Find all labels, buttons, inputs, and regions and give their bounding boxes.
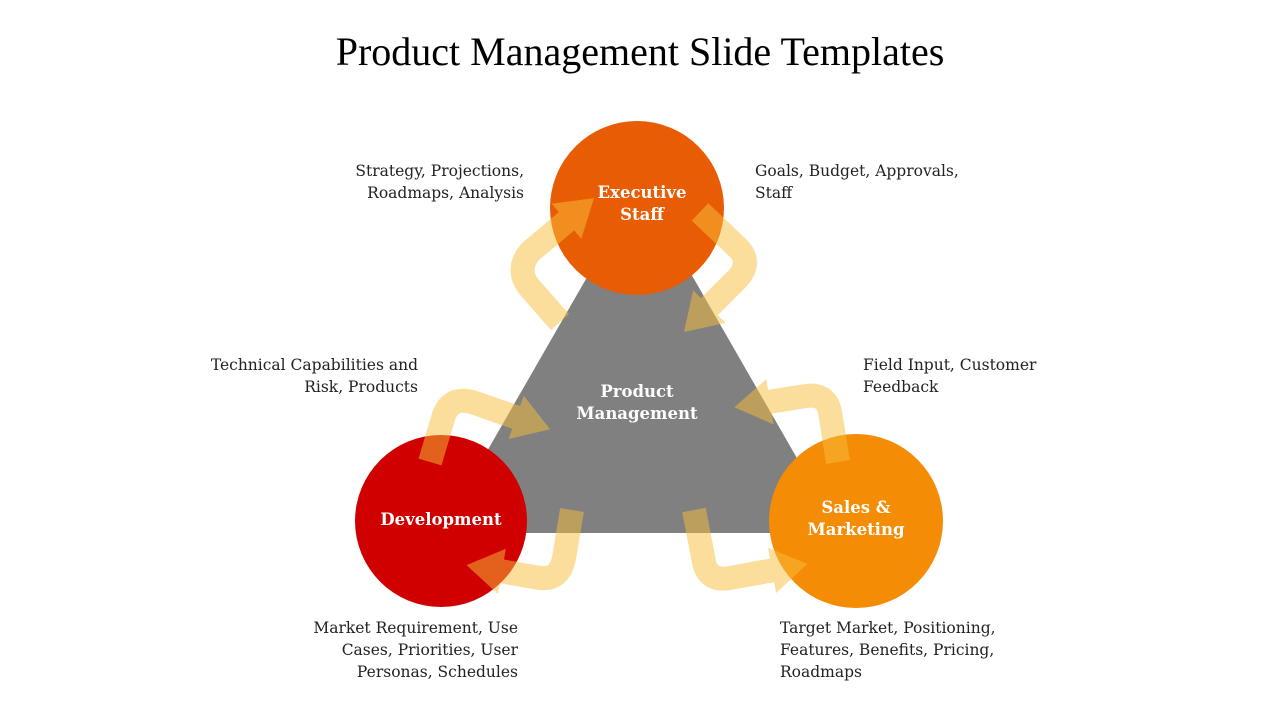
executive-staff-label: Executive Staff [557, 182, 727, 226]
strategy-line2: Roadmaps, Analysis [367, 184, 524, 202]
slide-title: Product Management Slide Templates [335, 29, 945, 74]
target-label: Target Market, Positioning, Features, Be… [780, 617, 996, 683]
field-line1: Field Input, Customer [863, 356, 1037, 374]
goals-line2: Staff [755, 184, 793, 202]
sales-marketing-label: Sales & Marketing [771, 497, 941, 541]
arrow-pm-to-development [466, 508, 584, 595]
arrow-pm-to-sales [682, 507, 808, 593]
executive-staff-circle [550, 121, 724, 295]
executive-line2: Staff [620, 205, 664, 224]
arrow-sales-to-pm [734, 378, 850, 464]
center-triangle [440, 185, 840, 533]
center-line2: Management [576, 404, 698, 423]
market-line1: Market Requirement, Use [313, 619, 518, 637]
target-line1: Target Market, Positioning, [780, 619, 996, 637]
center-line1: Product [600, 382, 674, 401]
development-label: Development [356, 509, 526, 531]
market-label: Market Requirement, Use Cases, Prioritie… [313, 617, 518, 683]
target-line2: Features, Benefits, Pricing, [780, 641, 995, 659]
executive-line1: Executive [597, 183, 687, 202]
field-label: Field Input, Customer Feedback [863, 354, 1036, 398]
technical-line2: Risk, Products [304, 378, 418, 396]
goals-label: Goals, Budget, Approvals, Staff [755, 160, 959, 204]
strategy-line1: Strategy, Projections, [355, 162, 524, 180]
technical-label: Technical Capabilities and Risk, Product… [211, 354, 418, 398]
sales-line2: Marketing [807, 520, 905, 539]
field-line2: Feedback [863, 378, 939, 396]
arrow-pm-to-executive [510, 198, 595, 330]
product-management-label: Product Management [552, 381, 722, 425]
target-line3: Roadmaps [780, 663, 862, 681]
arrow-executive-to-pm [683, 203, 757, 333]
goals-line1: Goals, Budget, Approvals, [755, 162, 959, 180]
sales-marketing-circle [769, 434, 943, 608]
technical-line1: Technical Capabilities and [210, 356, 418, 374]
arrow-development-to-pm [418, 388, 551, 466]
market-line2: Cases, Priorities, User [341, 641, 518, 659]
development-line1: Development [380, 510, 502, 529]
market-line3: Personas, Schedules [356, 663, 518, 681]
strategy-label: Strategy, Projections, Roadmaps, Analysi… [355, 160, 524, 204]
sales-line1: Sales & [821, 498, 891, 517]
